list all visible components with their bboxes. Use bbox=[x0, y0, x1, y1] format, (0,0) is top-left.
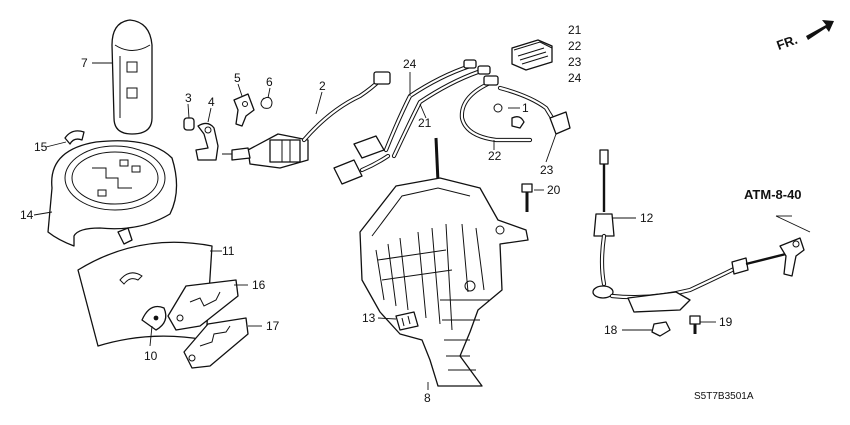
callout-1: 1 bbox=[522, 101, 529, 115]
part-2-harness bbox=[301, 71, 391, 143]
callout-22-left: 22 bbox=[488, 149, 502, 163]
part-18-nut bbox=[651, 321, 671, 337]
part-7-shift-knob bbox=[111, 19, 153, 135]
callout-17: 17 bbox=[266, 319, 280, 333]
part-5-lever bbox=[233, 93, 255, 127]
callout-10: 10 bbox=[144, 349, 158, 363]
part-22-23-harness bbox=[459, 75, 571, 143]
callout-18: 18 bbox=[604, 323, 618, 337]
callout-21-left: 21 bbox=[418, 116, 432, 130]
callout-6: 6 bbox=[266, 75, 273, 89]
part-19-bolt bbox=[689, 315, 701, 334]
front-direction-indicator: FR. bbox=[775, 20, 834, 53]
callout-8: 8 bbox=[424, 391, 431, 405]
callout-21-right: 21 bbox=[568, 23, 582, 37]
part-12-shift-cable bbox=[592, 149, 805, 313]
connector-block bbox=[511, 39, 553, 71]
callout-14: 14 bbox=[20, 208, 34, 222]
part-20-bolt bbox=[521, 183, 533, 212]
callout-15: 15 bbox=[34, 140, 48, 154]
callout-16: 16 bbox=[252, 278, 266, 292]
callout-24-left: 24 bbox=[403, 57, 417, 71]
diagram-code: S5T7B3501A bbox=[694, 391, 754, 402]
callout-12: 12 bbox=[640, 211, 654, 225]
callout-labels: 7 15 14 3 4 5 6 2 11 10 16 17 13 8 24 21… bbox=[20, 23, 733, 405]
callout-13: 13 bbox=[362, 311, 376, 325]
part-10-tab bbox=[141, 305, 167, 331]
shift-lock-solenoid bbox=[222, 133, 309, 169]
part-6-spring bbox=[260, 96, 273, 109]
part-13-connector bbox=[395, 311, 419, 331]
callout-23-left: 23 bbox=[540, 163, 554, 177]
callout-4: 4 bbox=[208, 95, 215, 109]
callout-7: 7 bbox=[81, 56, 88, 70]
part-15-clip bbox=[64, 130, 85, 145]
callout-20: 20 bbox=[547, 183, 561, 197]
front-direction-label: FR. bbox=[775, 32, 800, 53]
callout-5: 5 bbox=[234, 71, 241, 85]
callout-2: 2 bbox=[319, 79, 326, 93]
part-17-plate bbox=[183, 317, 249, 369]
callout-22-right: 22 bbox=[568, 39, 582, 53]
part-21-24-harness bbox=[333, 59, 491, 185]
reference-label: ATM-8-40 bbox=[744, 187, 802, 202]
callout-19: 19 bbox=[719, 315, 733, 329]
callout-23-right: 23 bbox=[568, 55, 582, 69]
part-3-bushing bbox=[183, 117, 195, 131]
part-4-lever bbox=[195, 122, 219, 161]
part-14-indicator-panel bbox=[47, 140, 178, 247]
part-8-shifter-assembly bbox=[359, 137, 529, 387]
callout-3: 3 bbox=[185, 91, 192, 105]
callout-24-right: 24 bbox=[568, 71, 582, 85]
leader-lines bbox=[33, 62, 811, 390]
part-16-plate bbox=[167, 279, 239, 331]
callout-11: 11 bbox=[222, 244, 235, 258]
front-arrow-icon bbox=[806, 20, 834, 40]
